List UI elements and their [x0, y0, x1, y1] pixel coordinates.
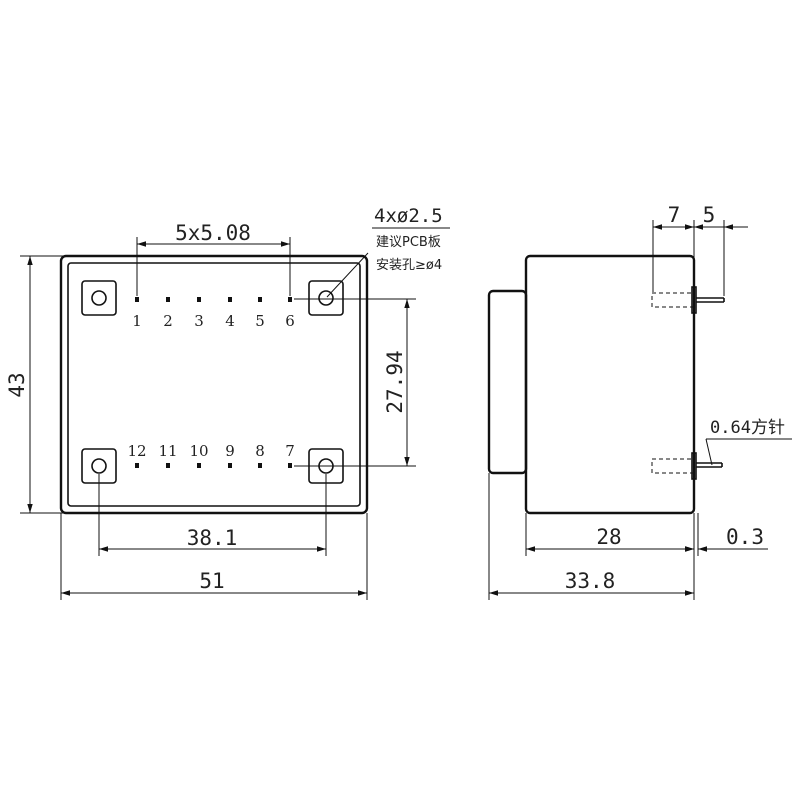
dim-pin-pitch: 5x5.08 — [136, 221, 291, 296]
dim-body-depth-label: 28 — [596, 525, 621, 549]
dim-hole-spacing-label: 38.1 — [187, 526, 238, 550]
hole-note: 4xø2.5 建议PCB板 安装孔≥ø4 — [326, 205, 450, 298]
front-view: 1 2 3 4 5 6 12 11 10 9 8 7 5x5.08 27.94 — [5, 205, 450, 600]
dim-pin-length-label: 5 — [703, 203, 716, 227]
dim-row-spacing: 27.94 — [294, 298, 416, 467]
pin-dot-8 — [258, 463, 262, 468]
pin-label-5: 5 — [255, 312, 265, 330]
dim-width: 51 — [60, 513, 368, 600]
pin-dot-2 — [166, 297, 170, 302]
side-pin-bottom — [651, 452, 723, 480]
dim-flange: 0.3 — [670, 513, 768, 556]
pin-label-11: 11 — [158, 442, 177, 460]
pin-label-12: 12 — [127, 442, 146, 460]
pin-label-6: 6 — [285, 312, 295, 330]
pin-dot-11 — [166, 463, 170, 468]
pin-dot-7 — [288, 463, 292, 468]
pin-label-2: 2 — [163, 312, 173, 330]
side-body — [524, 254, 696, 515]
mounting-hole-top-right — [308, 280, 344, 316]
pin-label-7: 7 — [285, 442, 295, 460]
dim-height-label: 43 — [5, 372, 29, 397]
pin-note-label: 0.64方针 — [710, 418, 785, 438]
pin-label-4: 4 — [225, 312, 235, 330]
hole-note-line3: 安装孔≥ø4 — [376, 258, 442, 273]
pin-dot-6 — [288, 297, 292, 302]
dim-pin-offset: 7 5 — [652, 203, 748, 296]
hole-note-line2: 建议PCB板 — [376, 235, 441, 250]
mounting-hole-top-left — [81, 280, 117, 316]
pin-dot-1 — [135, 297, 139, 302]
dim-body-depth: 28 — [525, 513, 695, 600]
pin-label-10: 10 — [189, 442, 208, 460]
side-pin-top — [651, 286, 725, 314]
dim-pin-offset-label: 7 — [668, 203, 681, 227]
hole-note-line1: 4xø2.5 — [374, 205, 443, 227]
dim-hole-spacing: 38.1 — [98, 474, 327, 556]
pin-dot-3 — [197, 297, 201, 302]
pin-dot-9 — [228, 463, 232, 468]
front-body-inner — [67, 262, 361, 507]
dim-flange-label: 0.3 — [726, 525, 764, 549]
pin-dot-12 — [135, 463, 139, 468]
dim-width-label: 51 — [199, 569, 224, 593]
pin-label-8: 8 — [255, 442, 265, 460]
dim-total-depth: 33.8 — [488, 473, 694, 600]
pin-label-3: 3 — [194, 312, 204, 330]
side-bobbin — [487, 289, 528, 475]
dim-height: 43 — [5, 255, 65, 514]
dim-row-spacing-label: 27.94 — [383, 350, 407, 413]
pin-dot-4 — [228, 297, 232, 302]
dim-total-depth-label: 33.8 — [565, 569, 616, 593]
pin-label-1: 1 — [132, 312, 142, 330]
pin-label-9: 9 — [225, 442, 235, 460]
side-view: 7 5 0.64方针 28 0.3 33.8 — [487, 203, 792, 600]
front-body-outline — [59, 254, 369, 515]
pin-dot-5 — [258, 297, 262, 302]
pin-dot-10 — [197, 463, 201, 468]
pin-note: 0.64方针 — [705, 418, 792, 466]
dim-pin-pitch-label: 5x5.08 — [175, 221, 251, 245]
